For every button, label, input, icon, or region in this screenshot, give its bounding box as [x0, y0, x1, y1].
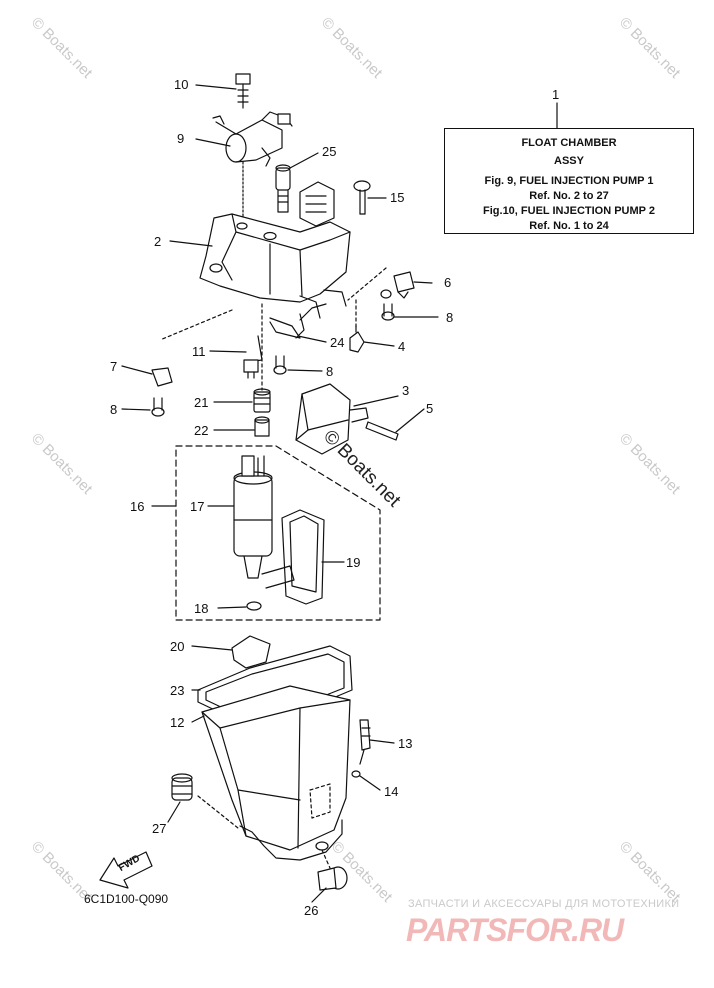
leader-18	[217, 606, 247, 609]
part-13-screw	[359, 719, 371, 765]
callout-14: 14	[384, 784, 399, 799]
part-27-grommet	[171, 773, 193, 801]
callout-13: 13	[398, 736, 413, 751]
leader-13	[369, 739, 395, 744]
info-line1: Fig. 9, FUEL INJECTION PUMP 1	[484, 175, 654, 187]
info-line4: Ref. No. 1 to 24	[529, 220, 609, 232]
part-17-pump	[233, 455, 273, 579]
callout-26: 26	[304, 903, 319, 918]
leader-14	[359, 775, 381, 791]
callout-11: 11	[192, 344, 206, 359]
bolt-8a	[381, 303, 395, 321]
callout-20: 20	[170, 639, 185, 654]
leader-3	[353, 395, 399, 407]
callout-18: 18	[194, 601, 209, 616]
part-18	[246, 601, 262, 611]
part-26-bolt	[317, 866, 348, 891]
leader-11	[209, 350, 247, 353]
leader-8b	[287, 369, 323, 372]
part-25	[275, 164, 291, 213]
drawing-code: 6C1D100-Q090	[84, 892, 169, 906]
part-2-body	[199, 213, 351, 319]
leader-12	[191, 715, 205, 723]
float-chamber-info-box: FLOAT CHAMBER ASSY Fig. 9, FUEL INJECTIO…	[444, 128, 694, 234]
info-title: FLOAT CHAMBER	[521, 137, 617, 149]
leader-25	[289, 152, 319, 169]
part-5-pin	[365, 421, 399, 441]
callout-21: 21	[194, 395, 209, 410]
washer-6	[380, 289, 392, 299]
info-line2: Ref. No. 2 to 27	[529, 190, 609, 202]
part-9	[212, 111, 293, 167]
callout-9: 9	[177, 131, 185, 146]
callout-2: 2	[154, 234, 162, 249]
leader-2	[169, 240, 213, 247]
callout-6: 6	[444, 275, 452, 290]
bolt-8b	[273, 355, 287, 375]
callout-10: 10	[174, 77, 189, 92]
leader-4	[363, 341, 395, 347]
callout-4: 4	[398, 339, 406, 354]
callout-7: 7	[110, 359, 118, 374]
leader-5	[395, 408, 425, 433]
part-24-hose	[247, 303, 327, 363]
callout-23: 23	[170, 683, 185, 698]
fwd-arrow-icon	[99, 851, 153, 889]
callout-27: 27	[152, 821, 167, 836]
info-line3: Fig.10, FUEL INJECTION PUMP 2	[483, 205, 655, 217]
bolt-15	[353, 180, 371, 215]
connector-top	[299, 181, 335, 227]
leader-27	[167, 801, 181, 823]
part-21	[253, 388, 271, 413]
callout-17: 17	[190, 499, 205, 514]
leader-20	[191, 645, 233, 651]
callout-25: 25	[322, 144, 337, 159]
leader-10	[195, 84, 237, 90]
callout-16: 16	[130, 499, 145, 514]
callout-15: 15	[390, 190, 405, 205]
part-16-box	[175, 445, 381, 621]
shop-subtitle: ЗАПЧАСТИ И АКСЕССУАРЫ ДЛЯ МОТОТЕХНИКИ	[408, 898, 680, 910]
callout-3: 3	[402, 383, 410, 398]
part-11-connector	[243, 359, 259, 379]
part-7	[151, 367, 173, 387]
bolt-8c	[151, 397, 165, 417]
leader-7	[121, 365, 153, 375]
callout-19: 19	[346, 555, 361, 570]
callout-8: 8	[326, 364, 334, 379]
part-3-float	[295, 383, 369, 455]
callout-22: 22	[194, 423, 209, 438]
part-19-filter	[261, 509, 325, 605]
callout-1: 1	[552, 87, 560, 102]
part-20	[231, 635, 271, 669]
callout-5: 5	[426, 401, 434, 416]
leader-8c	[121, 408, 151, 411]
part-22	[254, 416, 270, 437]
leader-9	[195, 138, 231, 147]
bolt-10	[235, 73, 251, 109]
callout-12: 12	[170, 715, 185, 730]
shop-logo: PARTSFOR.RU	[406, 912, 624, 948]
callout-8: 8	[446, 310, 454, 325]
leader-6	[413, 281, 433, 284]
part-12-chamber	[201, 685, 351, 861]
part-14	[351, 770, 361, 778]
callout-8: 8	[110, 402, 118, 417]
info-subtitle: ASSY	[554, 155, 584, 167]
part-4	[349, 325, 365, 353]
part-6	[393, 271, 415, 299]
callout-24: 24	[330, 335, 345, 350]
leader-26	[311, 887, 327, 903]
leader-24	[297, 335, 327, 343]
